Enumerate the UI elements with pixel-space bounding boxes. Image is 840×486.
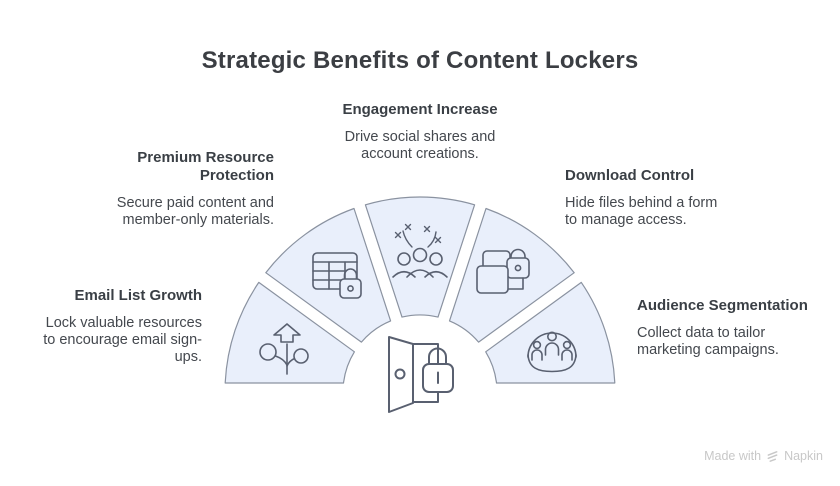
audience-group-icon [527,331,577,373]
benefit-heading: Download Control [565,167,785,185]
heading-line: Protection [199,167,274,184]
description-line: to encourage email sign- [43,332,202,348]
benefit-description: Collect data to tailor marketing campaig… [637,325,837,359]
benefit-description: Lock valuable resources to encourage ema… [12,315,202,366]
benefit-heading: Engagement Increase [300,101,540,119]
description-line: ups. [174,349,202,365]
benefit-heading: Audience Segmentation [637,297,837,315]
open-door-lock-icon [388,336,454,413]
wedge-email-list-growth [224,281,355,384]
benefit-email-list-growth: Email List Growth Lock valuable resource… [12,287,202,366]
description-line: Secure paid content and [116,195,274,211]
benefit-heading: Email List Growth [12,287,202,305]
page-title: Strategic Benefits of Content Lockers [201,47,639,74]
description-line: marketing campaigns. [637,342,779,358]
description-line: Lock valuable resources [45,315,202,331]
description-line: Hide files behind a form [565,195,718,211]
heading-line: Email List Growth [74,287,202,304]
description-line: account creations. [361,146,479,162]
locked-table-icon [312,252,362,299]
heading-line: Engagement Increase [342,101,498,118]
benefit-description: Hide files behind a form to manage acces… [565,195,785,229]
description-line: to manage access. [565,212,687,228]
growth-sprout-icon [259,323,309,375]
benefit-download-control: Download Control Hide files behind a for… [565,167,785,229]
benefit-description: Secure paid content and member-only mate… [24,195,274,229]
benefit-heading: Premium Resource Protection [24,149,274,185]
napkin-logo-icon [767,450,778,462]
watermark-made-with: Made with [704,449,762,463]
celebration-people-icon [392,223,448,278]
description-line: Collect data to tailor [637,325,766,341]
heading-line: Premium Resource [137,149,274,166]
heading-line: Download Control [565,167,695,184]
locked-files-icon [476,248,530,294]
watermark: Made with Napkin [704,449,823,463]
description-line: member-only materials. [122,212,275,228]
benefit-description: Drive social shares and account creation… [300,129,540,163]
benefit-audience-segmentation: Audience Segmentation Collect data to ta… [637,297,837,359]
description-line: Drive social shares and [344,129,496,145]
benefit-engagement-increase: Engagement Increase Drive social shares … [300,101,540,163]
benefit-premium-resource-protection: Premium Resource Protection Secure paid … [24,149,274,229]
watermark-brand: Napkin [784,449,823,463]
heading-line: Audience Segmentation [637,297,808,314]
wedge-engagement-increase [364,196,476,318]
